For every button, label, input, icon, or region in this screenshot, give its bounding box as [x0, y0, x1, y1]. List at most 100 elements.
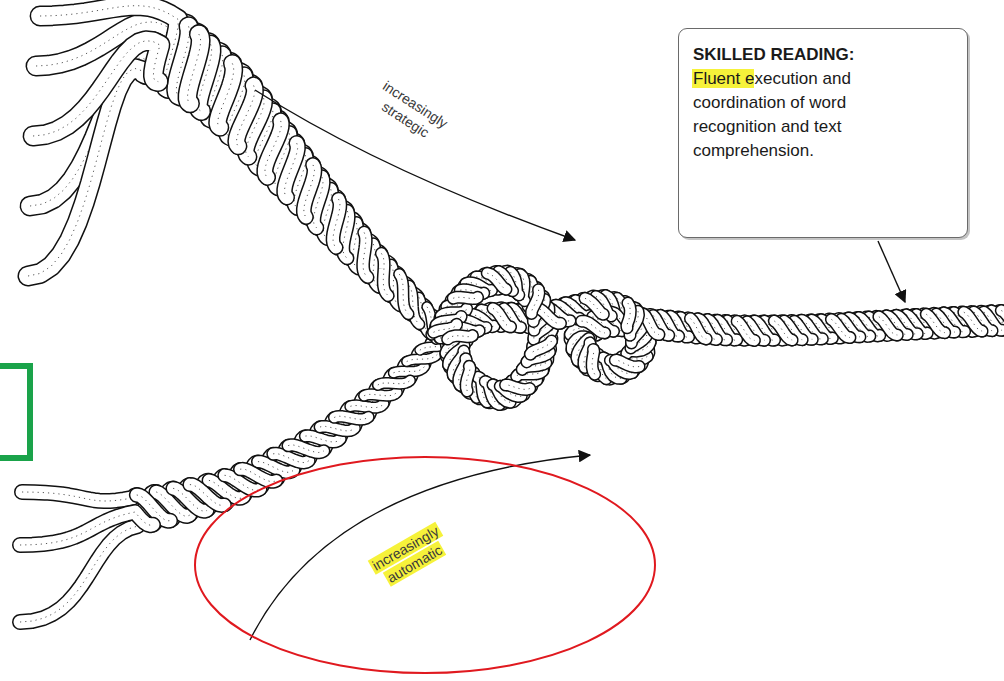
strand-texture [448, 336, 473, 339]
strand-fill [831, 319, 850, 337]
callout-heading: SKILLED READING: [693, 43, 953, 67]
rope-strand [381, 253, 388, 295]
strand-texture [236, 86, 254, 147]
strand-texture [615, 360, 639, 367]
strand-fill [393, 366, 424, 372]
strand-fill [690, 319, 706, 339]
strand-texture [487, 273, 506, 289]
strand-fill [285, 143, 298, 197]
rope-strand [615, 360, 639, 367]
strand-texture [774, 321, 792, 340]
strand-outline [364, 392, 397, 395]
strand-texture [737, 321, 754, 340]
strand-outline [466, 366, 470, 391]
strand-outline [592, 349, 595, 374]
rope-strand [305, 436, 340, 442]
strand-texture [304, 165, 315, 217]
strand-outline [22, 492, 137, 501]
strand-outline [774, 321, 792, 340]
language-comprehension-strands [28, 6, 446, 340]
rope-strand [333, 199, 340, 248]
rope-strand [33, 41, 160, 136]
strand-texture [407, 354, 438, 361]
strand-outline [190, 485, 225, 506]
strand-outline [627, 303, 630, 328]
strand-fill [240, 469, 276, 482]
strand-texture [831, 319, 850, 337]
rope-strand [393, 366, 424, 372]
strand-texture [320, 426, 355, 430]
strand-fill [304, 165, 315, 217]
strand-fill [188, 34, 201, 103]
strand-fill [466, 366, 470, 391]
strand-outline [399, 274, 408, 314]
strand-texture [453, 297, 477, 298]
strand-fill [364, 392, 397, 395]
strand-texture [381, 253, 388, 295]
strand-outline [320, 426, 355, 430]
strand-texture [188, 34, 201, 103]
strand-texture [378, 380, 410, 385]
rope-strand [378, 380, 410, 385]
rope-strand [399, 274, 408, 314]
callout-pointer [878, 241, 905, 302]
rope-strand [487, 273, 506, 289]
rope-strand [350, 404, 383, 408]
arrow-label: increasingly strategic [360, 71, 459, 153]
strand-texture [466, 366, 470, 391]
strand-fill [487, 273, 506, 289]
callout-arrow [878, 241, 905, 302]
strand-fill [288, 445, 324, 453]
rope-strand [453, 297, 477, 298]
strand-outline [407, 354, 438, 361]
rope-strand [22, 492, 137, 501]
rope-strand [320, 426, 355, 430]
rope-strand [540, 309, 561, 323]
rope-strand [190, 485, 225, 506]
strand-fill [33, 41, 160, 136]
strand-texture [964, 312, 982, 331]
strand-fill [493, 308, 510, 326]
strand-texture [532, 290, 539, 314]
strand-outline [236, 86, 254, 147]
strand-outline [393, 366, 424, 372]
strand-texture [926, 314, 944, 332]
rope-strand [831, 319, 850, 337]
rope-strand [964, 312, 982, 331]
trend-label: increasingly strategic [379, 78, 451, 141]
rope-strand [585, 298, 603, 314]
strand-outline [643, 314, 659, 335]
strand-fill [615, 360, 639, 367]
strand-fill [540, 309, 561, 323]
strand-outline [1001, 311, 1004, 323]
strand-fill [265, 121, 281, 177]
strand-fill [320, 426, 355, 430]
rope-strand [774, 321, 792, 340]
red-ellipse [195, 457, 655, 673]
strand-outline [831, 319, 850, 337]
rope-strand [407, 354, 438, 361]
strand-texture [540, 309, 561, 323]
strand-fill [737, 321, 754, 340]
strand-texture [582, 321, 605, 333]
strand-texture [690, 319, 706, 339]
rope-strand [690, 319, 706, 339]
strand-texture [285, 143, 298, 197]
strand-fill [378, 380, 410, 385]
strand-fill [305, 436, 340, 442]
strand-outline [453, 297, 477, 298]
strand-fill [20, 512, 153, 545]
strand-fill [532, 290, 539, 314]
strand-outline [493, 308, 510, 326]
strand-fill [643, 314, 659, 335]
strand-fill [879, 317, 897, 335]
rope-strand [288, 445, 324, 453]
strand-fill [453, 297, 477, 298]
strand-fill [582, 321, 605, 333]
rope-strand [265, 121, 281, 177]
strand-outline [334, 416, 368, 419]
rope-strand [364, 392, 397, 395]
strand-outline [532, 290, 539, 314]
skilled-reading-rope [432, 271, 1004, 404]
trend-label: increasingly automatic [368, 522, 447, 587]
